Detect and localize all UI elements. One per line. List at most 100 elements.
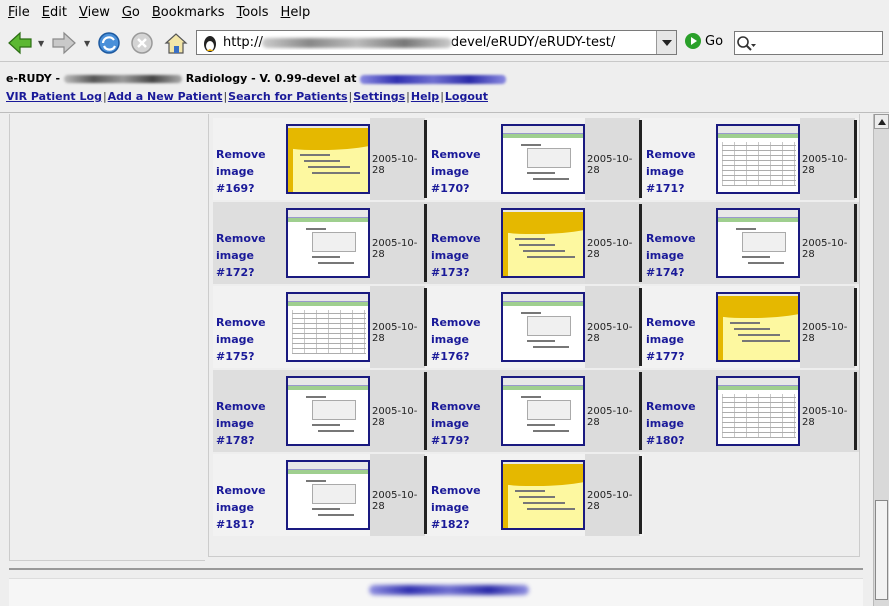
- nav-link-help[interactable]: Help: [410, 90, 440, 103]
- image-cell: Remove image #181?2005-10-28: [213, 454, 429, 536]
- home-icon[interactable]: [162, 29, 190, 57]
- chevron-down-icon: [661, 39, 672, 46]
- menu-edit[interactable]: Edit: [41, 5, 67, 20]
- menu-tools[interactable]: Tools: [236, 5, 269, 20]
- redacted-host: [261, 37, 452, 48]
- cell-divider: [424, 288, 427, 366]
- search-input[interactable]: [734, 31, 883, 55]
- url-history-dropdown[interactable]: [656, 31, 676, 54]
- remove-image-link[interactable]: Remove image #171?: [646, 148, 696, 195]
- menu-view[interactable]: View: [78, 5, 110, 20]
- image-thumbnail[interactable]: [286, 208, 370, 278]
- image-date: 2005-10-28: [372, 154, 418, 176]
- image-thumbnail[interactable]: [501, 124, 585, 194]
- nav-link-logout[interactable]: Logout: [444, 90, 488, 103]
- cell-divider: [854, 288, 857, 366]
- image-cell: Remove image #172? 2005-10-28: [213, 202, 429, 284]
- cell-divider: [854, 372, 857, 450]
- image-date: 2005-10-28: [372, 238, 418, 260]
- nav-link-vir-patient-log[interactable]: VIR Patient Log: [6, 90, 102, 103]
- image-cell: Remove image #173?2005-10-28: [428, 202, 644, 284]
- scroll-up-button[interactable]: [874, 114, 889, 129]
- nav-separator: |: [223, 90, 228, 103]
- url-bar[interactable]: http://devel/eRUDY/eRUDY-test/: [196, 30, 677, 55]
- remove-image-link[interactable]: Remove image #172?: [216, 232, 266, 279]
- image-thumbnail[interactable]: [716, 292, 800, 362]
- image-thumbnail[interactable]: [716, 208, 800, 278]
- image-thumbnail[interactable]: [716, 376, 800, 446]
- image-thumbnail[interactable]: [501, 208, 585, 278]
- remove-image-link[interactable]: Remove image #180?: [646, 400, 696, 447]
- nav-separator: |: [102, 90, 107, 103]
- nav-link-search-for-patients[interactable]: Search for Patients: [228, 90, 348, 103]
- remove-image-link[interactable]: Remove image #179?: [431, 400, 481, 447]
- redacted-host-link[interactable]: [360, 74, 507, 84]
- url-text[interactable]: http://devel/eRUDY/eRUDY-test/: [223, 35, 616, 50]
- date-column: [370, 202, 425, 284]
- vertical-scrollbar[interactable]: [873, 114, 889, 606]
- cell-divider: [639, 372, 642, 450]
- remove-image-link[interactable]: Remove image #175?: [216, 316, 266, 363]
- remove-image-link[interactable]: Remove image #182?: [431, 484, 481, 531]
- cell-divider: [639, 456, 642, 534]
- stop-icon[interactable]: [128, 29, 156, 57]
- redacted-footer-link[interactable]: [369, 585, 529, 595]
- scroll-thumb[interactable]: [875, 500, 888, 600]
- image-thumbnail[interactable]: [501, 376, 585, 446]
- date-column: [800, 286, 855, 368]
- menu-bar: File Edit View Go Bookmarks Tools Help: [0, 0, 889, 25]
- remove-image-link[interactable]: Remove image #176?: [431, 316, 481, 363]
- date-column: [585, 202, 640, 284]
- redacted-institution: [63, 75, 182, 83]
- image-cell: Remove image #180? 2005-10-28: [643, 370, 859, 452]
- menu-file[interactable]: File: [8, 5, 30, 20]
- menu-go[interactable]: Go: [121, 5, 140, 20]
- date-column: [585, 286, 640, 368]
- reload-icon[interactable]: [95, 29, 123, 57]
- image-cell: Remove image #176? 2005-10-28: [428, 286, 644, 368]
- footer: [9, 578, 863, 606]
- remove-image-link[interactable]: Remove image #177?: [646, 316, 696, 363]
- image-date: 2005-10-28: [587, 490, 633, 512]
- image-date: 2005-10-28: [587, 322, 633, 344]
- remove-image-link[interactable]: Remove image #170?: [431, 148, 481, 195]
- site-icon: [204, 35, 216, 52]
- remove-image-link[interactable]: Remove image #169?: [216, 148, 266, 195]
- divider: [9, 568, 863, 570]
- image-thumbnail[interactable]: [501, 460, 585, 530]
- nav-separator: |: [440, 90, 444, 103]
- cell-divider: [424, 204, 427, 282]
- menu-bookmarks[interactable]: Bookmarks: [151, 5, 225, 20]
- image-thumbnail[interactable]: [286, 376, 370, 446]
- image-thumbnail[interactable]: [716, 124, 800, 194]
- back-dropdown-icon[interactable]: ▼: [38, 39, 45, 48]
- remove-image-link[interactable]: Remove image #178?: [216, 400, 266, 447]
- image-thumbnail[interactable]: [286, 292, 370, 362]
- image-date: 2005-10-28: [802, 406, 848, 428]
- nav-link-add-a-new-patient[interactable]: Add a New Patient: [107, 90, 223, 103]
- image-thumbnail[interactable]: [286, 124, 370, 194]
- date-column: [800, 118, 855, 200]
- remove-image-link[interactable]: Remove image #181?: [216, 484, 266, 531]
- date-column: [370, 118, 425, 200]
- cell-divider: [639, 288, 642, 366]
- menu-help[interactable]: Help: [280, 5, 311, 20]
- search-icon: [737, 36, 756, 51]
- image-thumbnail[interactable]: [286, 460, 370, 530]
- image-date: 2005-10-28: [587, 406, 633, 428]
- cell-divider: [639, 120, 642, 198]
- image-cell: Remove image #169? 2005-10-28: [213, 118, 429, 200]
- remove-image-link[interactable]: Remove image #173?: [431, 232, 481, 279]
- image-thumbnail[interactable]: [501, 292, 585, 362]
- remove-image-link[interactable]: Remove image #174?: [646, 232, 696, 279]
- image-cell: Remove image #177?2005-10-28: [643, 286, 859, 368]
- forward-arrow-icon[interactable]: [50, 29, 78, 57]
- cell-divider: [854, 204, 857, 282]
- go-button[interactable]: Go: [685, 33, 723, 49]
- image-date: 2005-10-28: [372, 322, 418, 344]
- chevron-up-icon: [877, 118, 886, 125]
- nav-link-settings[interactable]: Settings: [353, 90, 406, 103]
- back-arrow-icon[interactable]: [6, 29, 34, 57]
- forward-dropdown-icon[interactable]: ▼: [84, 39, 91, 48]
